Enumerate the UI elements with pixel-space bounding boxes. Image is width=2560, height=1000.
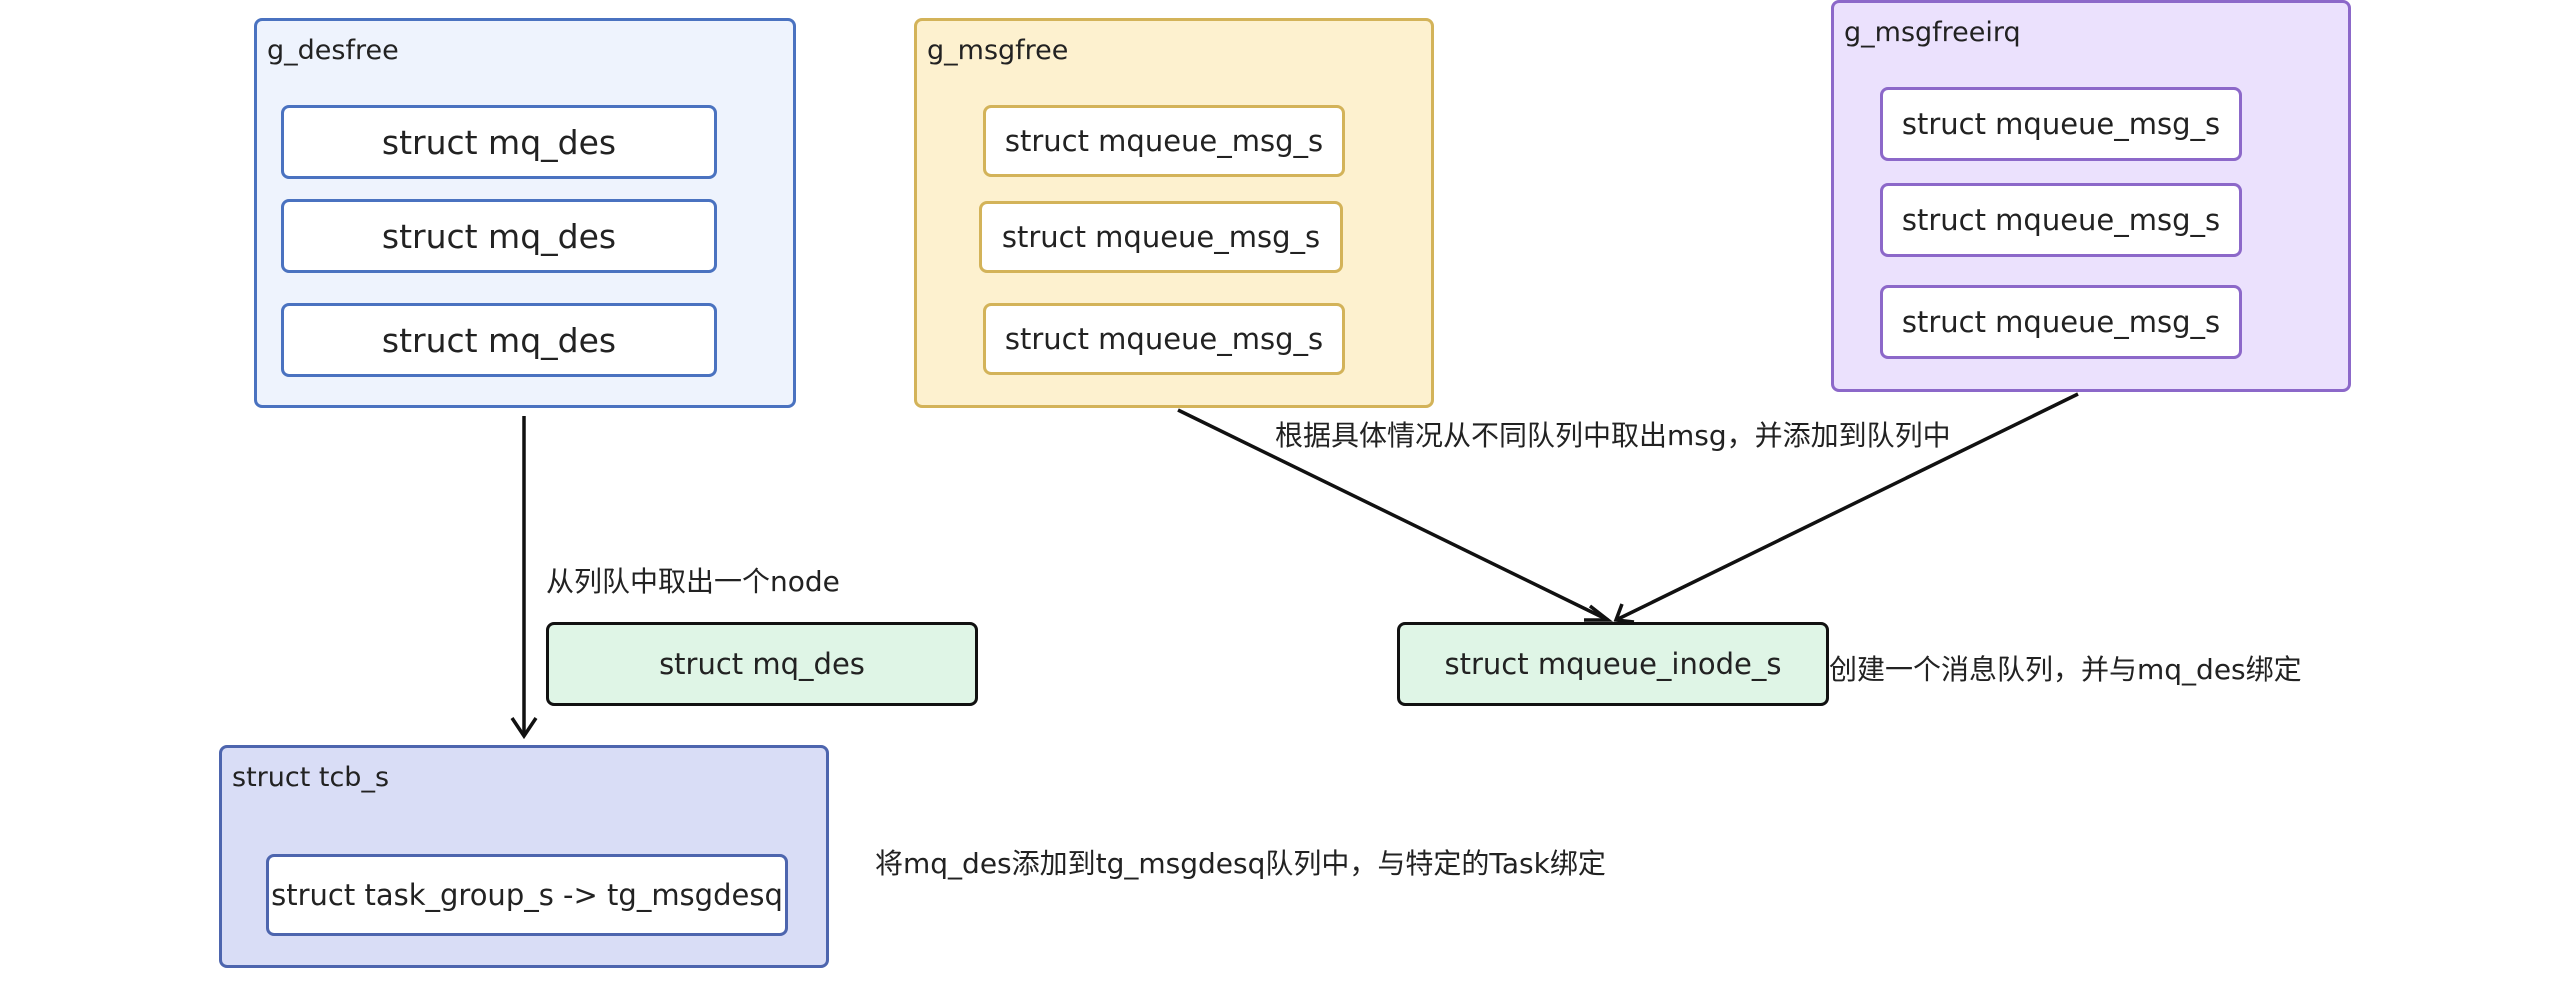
mq-des-item-1: struct mq_des (281, 105, 717, 179)
add-to-task-label: 将mq_des添加到tg_msgdesq队列中，与特定的Task绑定 (875, 847, 1606, 880)
task-group-node: struct task_group_s -> tg_msgdesq (266, 854, 788, 936)
mq-des-node: struct mq_des (546, 622, 978, 706)
g-msgfree-group: g_msgfree struct mqueue_msg_s struct mqu… (914, 18, 1434, 408)
tcb-title: struct tcb_s (232, 762, 390, 793)
msgfree-to-inode-arrow (1177, 408, 1609, 622)
mqueue-inode-node: struct mqueue_inode_s (1397, 622, 1829, 706)
take-msg-label: 根据具体情况从不同队列中取出msg，并添加到队列中 (1275, 419, 1951, 452)
desfree-to-tcb-arrowhead (510, 717, 538, 740)
create-queue-label: 创建一个消息队列，并与mq_des绑定 (1829, 653, 2302, 686)
g-desfree-group: g_desfree struct mq_des struct mq_des st… (254, 18, 796, 408)
mq-des-item-3: struct mq_des (281, 303, 717, 377)
msgfree-item-3: struct mqueue_msg_s (983, 303, 1345, 375)
g-desfree-title: g_desfree (267, 35, 399, 66)
msgfree-item-1: struct mqueue_msg_s (983, 105, 1345, 177)
tcb-group: struct tcb_s struct task_group_s -> tg_m… (219, 745, 829, 968)
msgfree-item-2: struct mqueue_msg_s (979, 201, 1343, 273)
msgfree-to-inode-arrowhead (1584, 604, 1614, 622)
g-msgfreeirq-group: g_msgfreeirq struct mqueue_msg_s struct … (1831, 0, 2351, 392)
g-msgfree-title: g_msgfree (927, 35, 1069, 66)
msgfreeirq-to-inode-arrow (1615, 392, 2079, 622)
msgfreeirq-item-1: struct mqueue_msg_s (1880, 87, 2242, 161)
msgfreeirq-to-inode-arrowhead (1613, 603, 1635, 624)
msgfreeirq-item-2: struct mqueue_msg_s (1880, 183, 2242, 257)
take-node-label: 从列队中取出一个node (546, 565, 840, 598)
g-msgfreeirq-title: g_msgfreeirq (1844, 17, 2021, 48)
msgfreeirq-item-3: struct mqueue_msg_s (1880, 285, 2242, 359)
mq-des-item-2: struct mq_des (281, 199, 717, 273)
